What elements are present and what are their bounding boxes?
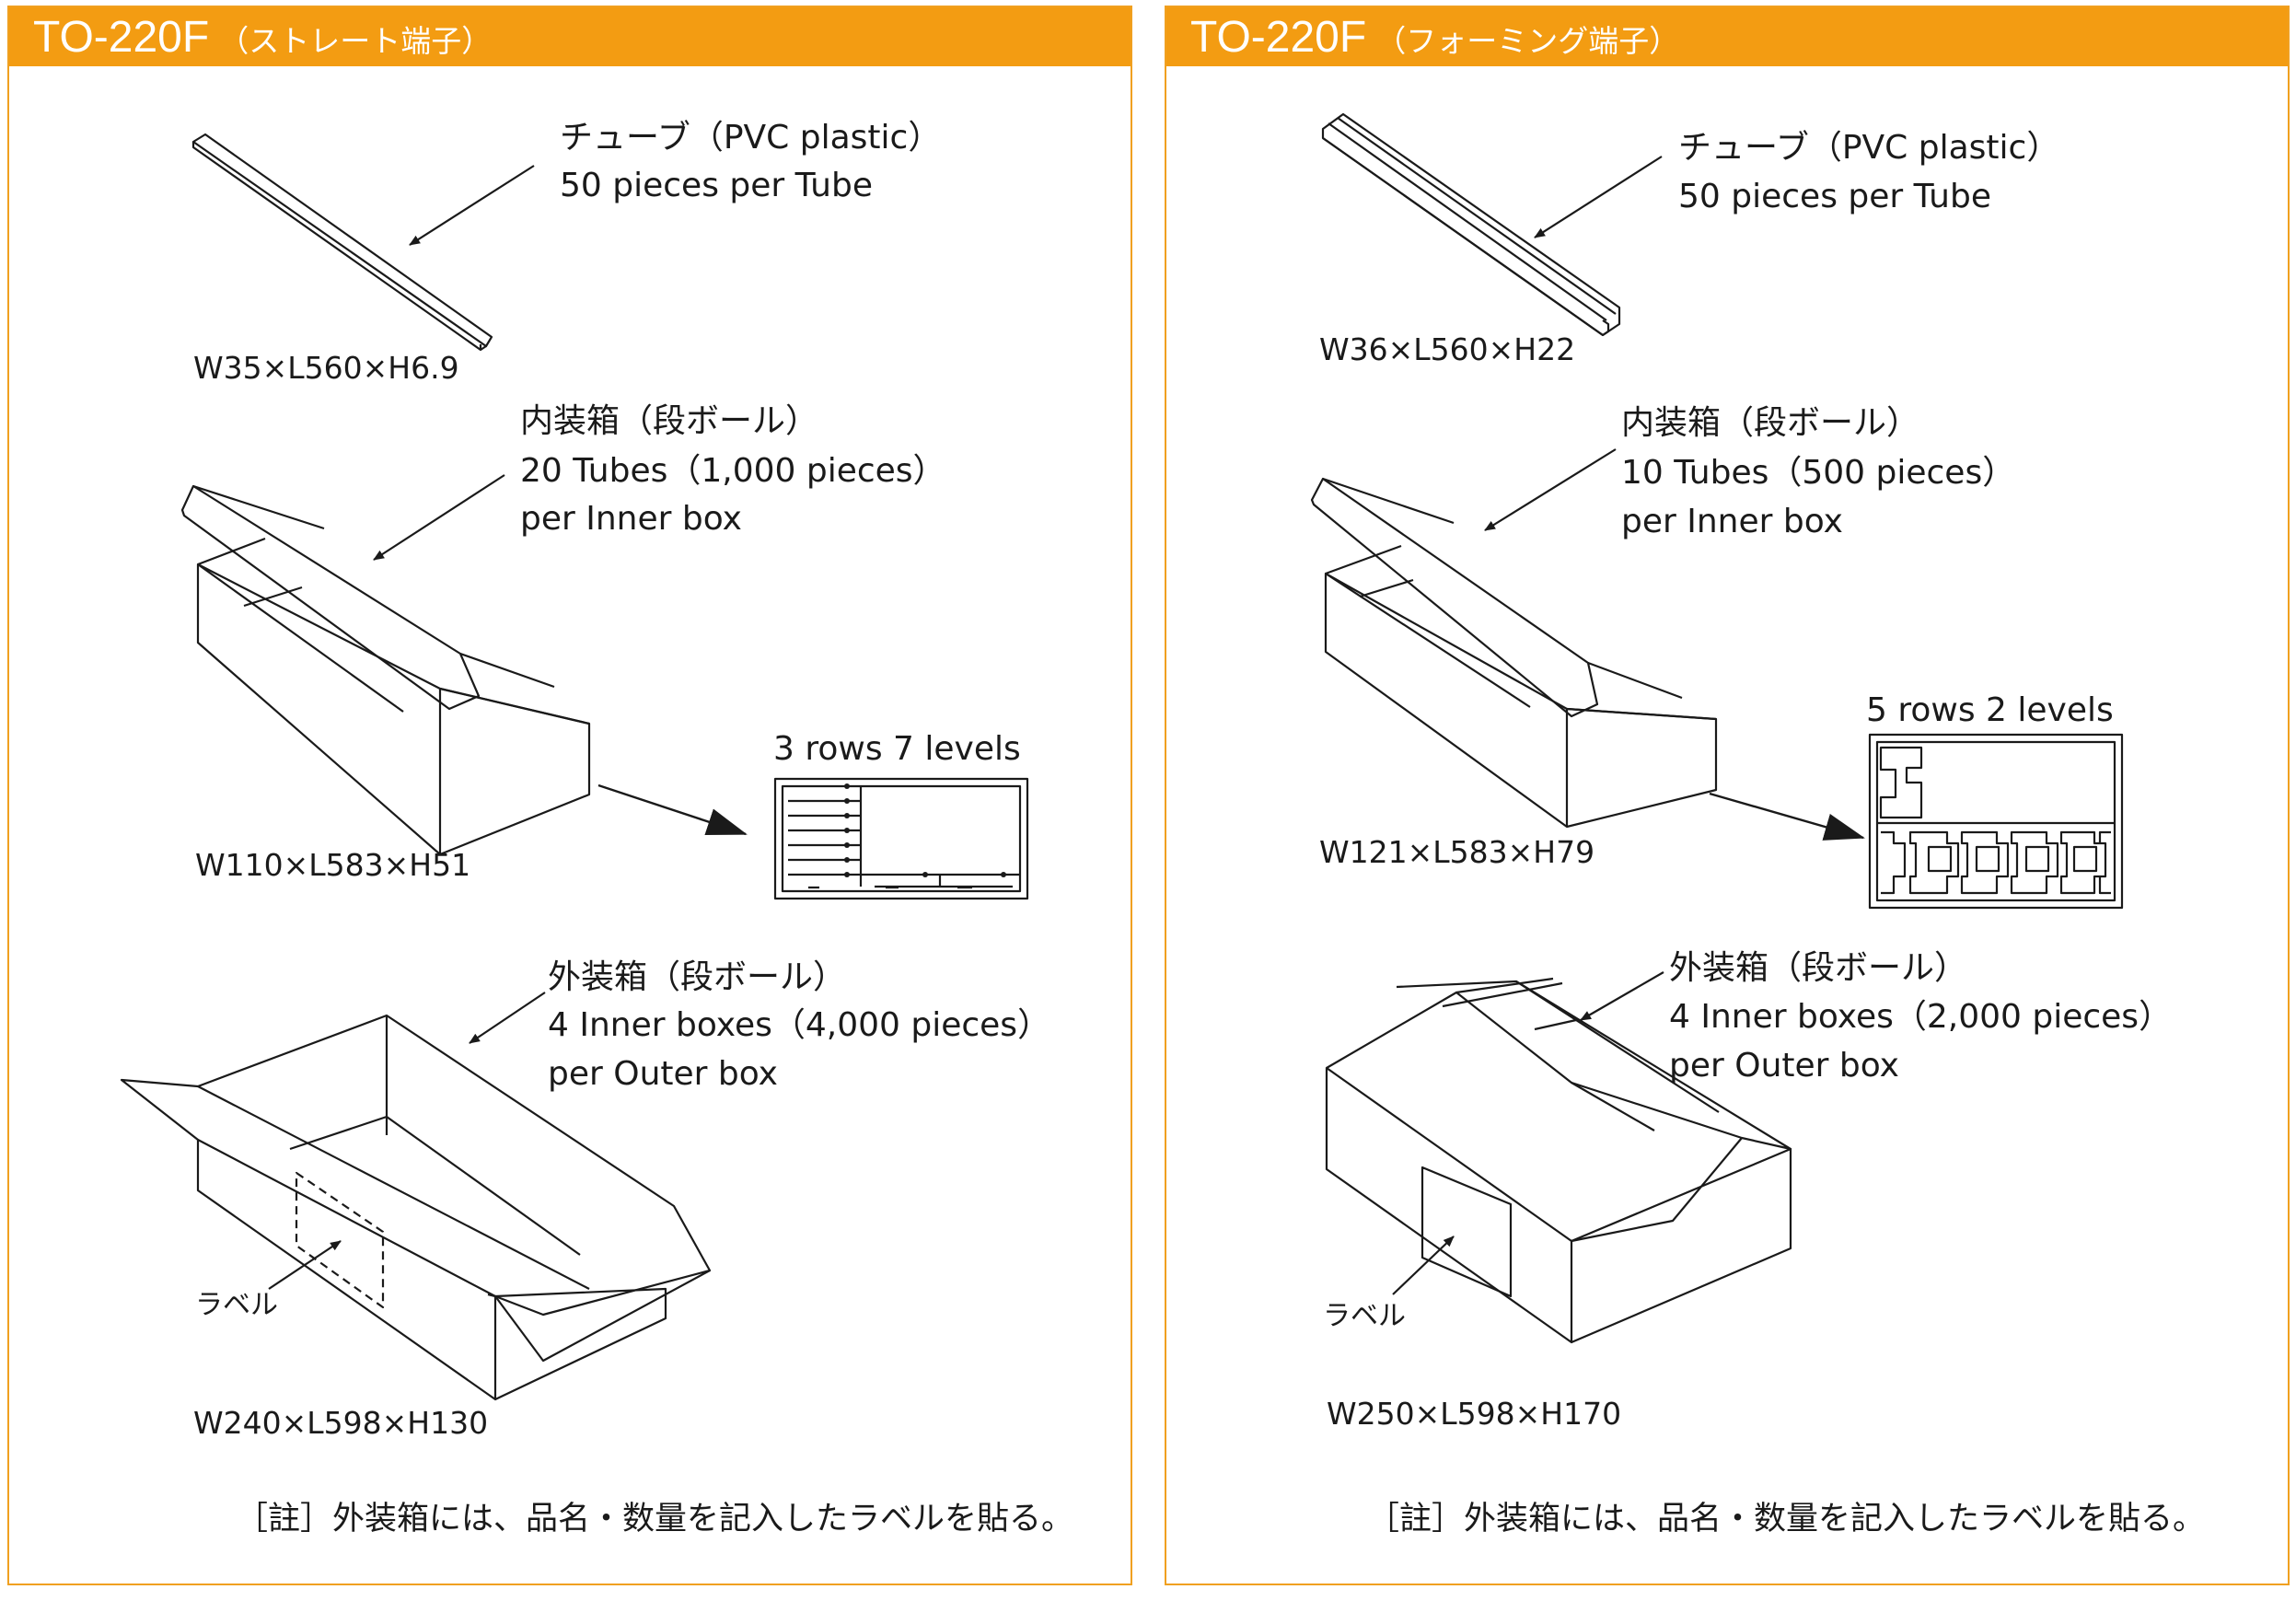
tube-drawing (1321, 112, 1621, 337)
label-area (295, 1171, 385, 1309)
inner-box-caption-3: per Inner box (1621, 503, 1843, 540)
tube-dimensions: W35×L560×H6.9 (193, 350, 459, 386)
tray-arrangement-5x2 (1868, 733, 2124, 910)
inner-box-caption-1: 内装箱（段ボール） (1621, 404, 1920, 442)
arrangement-caption: 5 rows 2 levels (1866, 691, 2114, 729)
outer-box-dimensions: W240×L598×H130 (193, 1405, 489, 1441)
label-caption: ラベル (1323, 1300, 1406, 1332)
tube-dimensions: W36×L560×H22 (1319, 331, 1576, 367)
outer-box-caption-1: 外装箱（段ボール） (548, 958, 847, 996)
tube-leader (1534, 156, 1663, 238)
inner-box-caption-2: 20 Tubes（1,000 pieces） (520, 452, 946, 490)
inner-box-caption-1: 内装箱（段ボール） (520, 402, 819, 440)
inner-box-caption-2: 10 Tubes（500 pieces） (1621, 454, 2016, 492)
outer-box-caption-2: 4 Inner boxes（2,000 pieces） (1669, 998, 2173, 1036)
inner-box-leader (1484, 448, 1617, 531)
inner-box-dimensions: W110×L583×H51 (195, 847, 471, 883)
label-area (1421, 1166, 1513, 1298)
footnote: ［註］外装箱には、品名・数量を記入したラベルを貼る。 (236, 1501, 1074, 1537)
outer-box-leader (469, 992, 546, 1044)
inner-box-caption-3: per Inner box (520, 500, 742, 538)
arrangement-arrow (597, 783, 748, 836)
label-caption: ラベル (195, 1289, 278, 1321)
label-leader (1392, 1236, 1455, 1295)
tube-caption-2: 50 pieces per Tube (560, 167, 873, 204)
panel-title: TO-220F（フォーミング端子） (1190, 13, 1680, 62)
outer-box-leader (1580, 971, 1664, 1021)
footnote: ［註］外装箱には、品名・数量を記入したラベルを貼る。 (1367, 1501, 2206, 1537)
panel-formed-leads: TO-220F（フォーミング端子） (1165, 6, 2290, 1585)
outer-box-drawing (1325, 977, 1792, 1344)
arrangement-arrow (1709, 792, 1865, 841)
tube-caption-2: 50 pieces per Tube (1678, 178, 1991, 215)
outer-box-dimensions: W250×L598×H170 (1327, 1396, 1622, 1432)
tray-arrangement-3x7 (773, 777, 1029, 900)
tube-leader (409, 165, 535, 246)
panel-title: TO-220F（ストレート端子） (33, 13, 493, 62)
outer-box-caption-3: per Outer box (1669, 1047, 1899, 1085)
tube-drawing (191, 133, 493, 352)
label-leader (268, 1240, 342, 1290)
panel-header: TO-220F（ストレート端子） (9, 7, 1131, 66)
tube-caption-1: チューブ（PVC plastic） (1678, 129, 2060, 167)
panel-header: TO-220F（フォーミング端子） (1166, 7, 2288, 66)
outer-box-drawing (120, 1014, 712, 1401)
outer-box-caption-3: per Outer box (548, 1055, 778, 1093)
inner-box-leader (373, 474, 505, 561)
outer-box-caption-1: 外装箱（段ボール） (1669, 949, 1968, 987)
arrangement-caption: 3 rows 7 levels (773, 730, 1021, 768)
tube-caption-1: チューブ（PVC plastic） (560, 119, 942, 157)
inner-box-dimensions: W121×L583×H79 (1319, 834, 1595, 870)
inner-box-drawing (1310, 477, 1718, 829)
panel-straight-leads: TO-220F（ストレート端子） (7, 6, 1132, 1585)
inner-box-drawing (180, 484, 591, 856)
outer-box-caption-2: 4 Inner boxes（4,000 pieces） (548, 1006, 1051, 1044)
packaging-illustration (1310, 112, 2124, 1344)
packaging-illustration (120, 133, 1029, 1401)
